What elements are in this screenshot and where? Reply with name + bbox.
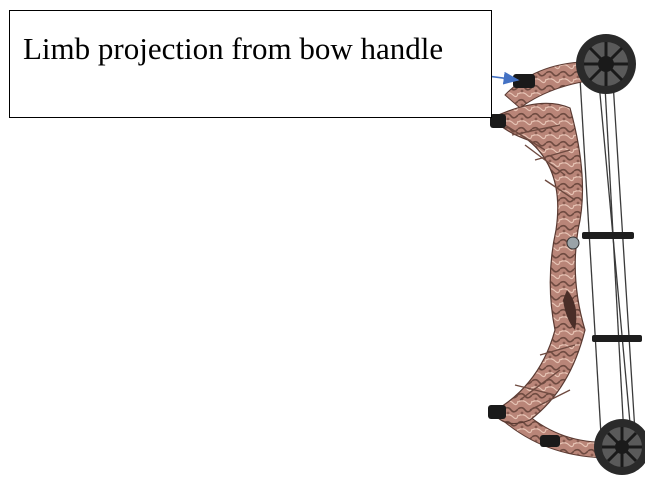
callout-label-box: Limb projection from bow handle [9,10,492,118]
callout-label-text: Limb projection from bow handle [23,31,444,66]
limb-pockets [488,74,560,447]
stabilizer-mounts [566,232,642,342]
bow-strings [579,65,637,456]
riser-web [504,124,576,411]
lower-cam [594,419,645,475]
bow-riser [491,102,586,425]
upper-cam [576,34,636,94]
grip-cutout [563,290,577,330]
